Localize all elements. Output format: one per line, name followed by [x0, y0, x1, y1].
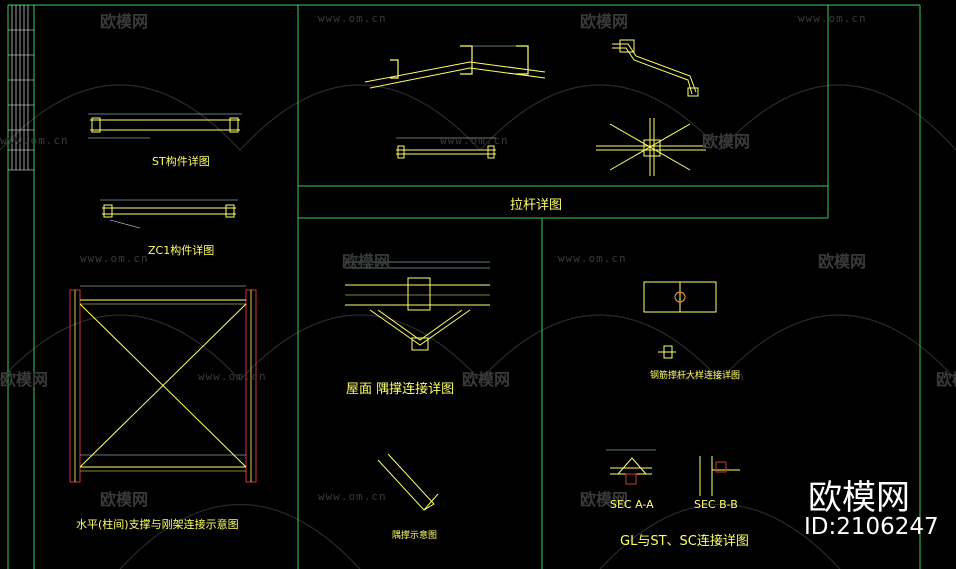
watermark-url: www.om.cn: [0, 134, 69, 147]
watermark-arcs: [0, 84, 956, 569]
gl-st-sc-detail-title: GL与ST、SC连接详图: [620, 534, 749, 549]
watermark-brand: 欧模网: [818, 252, 867, 271]
watermark-brand: 欧模网: [0, 370, 49, 389]
bracing-plan-drawing: [69, 285, 257, 483]
drawing-frame: [7, 4, 921, 569]
watermark-brand: 欧模网: [580, 490, 629, 509]
brand-name: 欧模网: [808, 478, 910, 518]
watermark-brand: 欧模网: [936, 370, 956, 389]
steel-brace-plate-drawing: [643, 281, 717, 359]
watermark-url: www.om.cn: [80, 252, 149, 265]
tie-rod-drawing: [396, 137, 496, 159]
sec-aa-title: SEC A-A: [610, 498, 654, 511]
brace-sketch-drawing: [377, 453, 439, 511]
watermark-brand: 欧模网: [462, 370, 511, 389]
roof-brace-detail-title: 屋面 隅撑连接详图: [346, 382, 455, 397]
st-member-drawing: [88, 113, 242, 139]
watermark-brand: 欧模网: [342, 252, 391, 271]
title-block-strip: [8, 5, 34, 171]
watermark-url: www.om.cn: [798, 12, 867, 25]
watermark-brand: 欧模网: [580, 12, 629, 31]
watermark-brand: 欧模网: [100, 490, 149, 509]
steel-brace-note-title: 钢筋撑杆大样连接详图: [650, 371, 741, 381]
brace-diagram-title: 隅撑示意图: [392, 531, 438, 541]
watermark-url: www.om.cn: [440, 134, 509, 147]
watermark-url: www.om.cn: [318, 490, 387, 503]
watermark-url: www.om.cn: [558, 252, 627, 265]
bent-rod-drawing: [612, 39, 699, 97]
cross-rod-drawing: [596, 118, 706, 176]
watermark-url: www.om.cn: [318, 12, 387, 25]
bracing-diagram-title: 水平(柱间)支撑与刚架连接示意图: [76, 518, 239, 531]
watermark-url: www.om.cn: [676, 370, 745, 383]
tie-rod-detail-title: 拉杆详图: [510, 198, 563, 213]
st-detail-title: ST构件详图: [152, 155, 210, 168]
zc1-detail-title: ZC1构件详图: [148, 244, 215, 257]
brand-id: ID:2106247: [804, 514, 939, 540]
sec-aa-drawing: [606, 449, 656, 485]
watermark-brand: 欧模网: [702, 132, 751, 151]
roof-brace-drawing: [345, 261, 490, 351]
sec-bb-title: SEC B-B: [694, 498, 738, 511]
sec-bb-drawing: [699, 456, 740, 496]
purlin-slope-drawing: [364, 45, 546, 89]
watermark-url: www.om.cn: [198, 370, 267, 383]
zc1-member-drawing: [100, 199, 238, 229]
watermark-brand: 欧模网: [100, 12, 149, 31]
